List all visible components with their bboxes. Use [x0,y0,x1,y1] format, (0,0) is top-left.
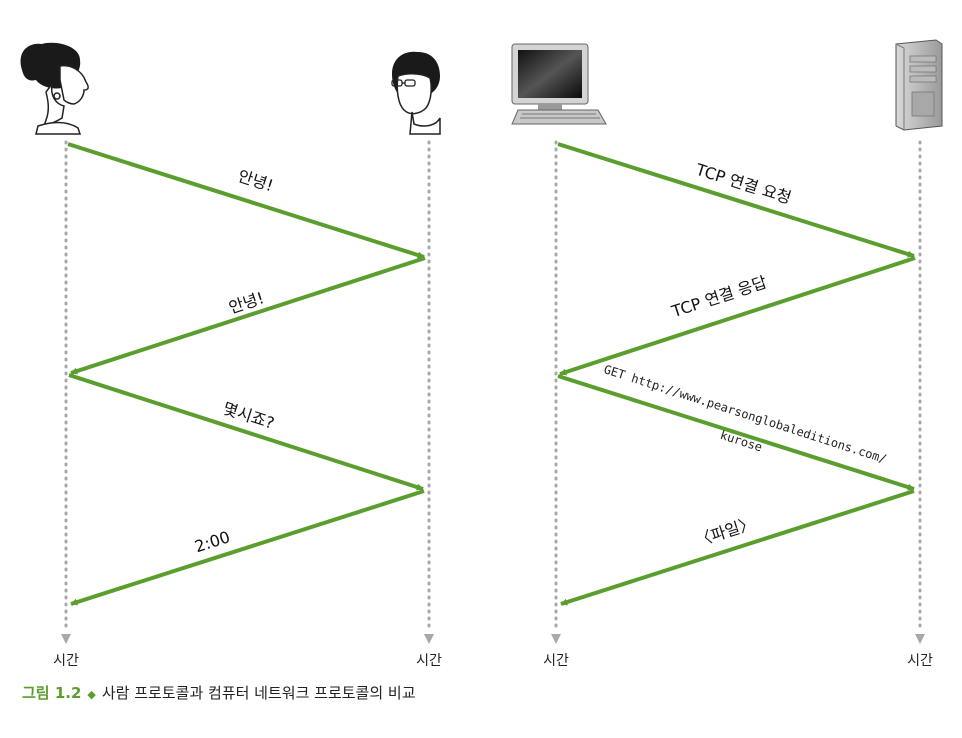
arrow-tcp-response [559,256,916,376]
msg-get-url: GET http://www.pearsonglobaleditions.com… [602,362,888,466]
diamond-icon: ◆ [87,688,96,701]
timeline-arrow-client [551,634,561,644]
arrow-what-time [68,373,424,491]
msg-get-path: kurose [718,428,764,455]
msg-tcp-response: TCP 연결 응답 [668,272,769,321]
arrow-2-00 [70,489,425,606]
time-label-client: 시간 [543,653,569,669]
timeline-arrow-man [424,634,434,644]
arrow-tcp-request [557,142,915,258]
caption-text: 사람 프로토콜과 컴퓨터 네트워크 프로토콜의 비교 [101,684,416,702]
figure-caption: 그림 1.2 ◆ 사람 프로토콜과 컴퓨터 네트워크 프로토콜의 비교 [22,682,416,703]
man-icon [391,51,441,135]
woman-icon [20,42,89,135]
arrow-file [560,489,915,606]
arrow-get [557,374,915,491]
msg-hello-1: 안녕! [236,166,276,195]
time-label-woman: 시간 [53,653,79,669]
desktop-computer-icon [511,43,607,125]
timeline-arrow-woman [61,634,71,644]
figure-number: 그림 1.2 [22,684,82,702]
server-tower-icon [895,39,943,131]
msg-2-00: 2:00 [192,527,232,556]
arrow-hello-1 [67,142,425,259]
arrow-hello-2 [70,256,426,375]
time-label-server: 시간 [907,653,933,669]
time-label-man: 시간 [416,653,442,669]
timeline-arrow-server [915,634,925,644]
